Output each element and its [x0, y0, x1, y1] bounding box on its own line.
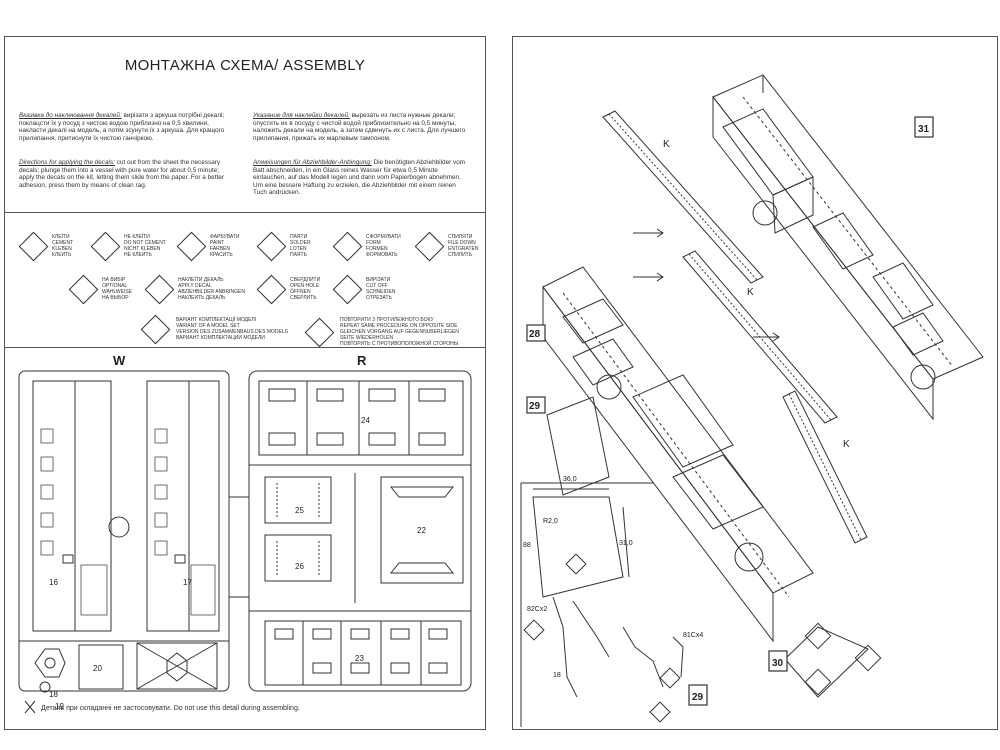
step-29-frame [546, 396, 610, 496]
step-30-box [768, 650, 788, 672]
assembly-diagram: 28 29 31 30 29 K K K 36,0 31,0 R2,0 88 8… [520, 74, 984, 727]
legend-solder: ПАЯТИ SOLDER LOTEN ПАЯТЬ [256, 231, 311, 261]
legend-form: СФОРМУВАТИ FORM FORMEN ФОРМОВАТЬ [332, 231, 401, 261]
side-grille-middle [682, 250, 838, 424]
instr-text-ua: вирізати з аркуша потрібні декалі; покла… [19, 112, 225, 142]
legend-paint: ФАРБУВАТИ PAINT FARBEN КРАСИТЬ [176, 231, 239, 261]
decal-instructions-de: Anweisungen für Abziehbilder-Anbingung: … [253, 159, 469, 197]
step-number-28: 28 [529, 329, 541, 340]
dimension-height: 31,0 [619, 540, 633, 547]
unused-part-footnote: Деталь при складанні не застосовувати. D… [41, 705, 300, 712]
legend-model-variant: ВАРІАНТ КОМПЛЕКТАЦІЇ МОДЕЛІ VARIANT OF A… [140, 314, 288, 344]
step-number-31: 31 [918, 124, 930, 135]
legend-apply-decal: НАКЛЕЇТИ ДЕКАЛЬ APPLY DECAL ABZIEHBILDER… [144, 274, 245, 304]
part-23 [264, 620, 462, 686]
dimension-width: 36,0 [563, 476, 577, 483]
instr-text-ru: вырезать из листа нужные декали; опустит… [253, 112, 466, 142]
decal-instructions-ru: Указание для наклейки декалей: вырезать … [253, 112, 469, 142]
step-30-diamond-b [804, 668, 832, 696]
part-label-16: 16 [49, 578, 58, 587]
part-17 [146, 380, 190, 632]
part-16 [32, 380, 76, 632]
part-26 [264, 534, 332, 582]
instr-heading-de: Anweisungen für Abziehbilder-Anbingung: [253, 159, 372, 166]
step-number-30: 30 [772, 658, 784, 669]
part-label-17: 17 [183, 578, 192, 587]
legend-glue: КЛЕЇТИ CEMENT KLEBEN КЛЕИТЬ [18, 231, 73, 261]
dimension-drawing [520, 482, 653, 727]
sprue-w-frame [18, 370, 230, 692]
part-label-25: 25 [295, 506, 304, 515]
locomotive-body-lower [542, 266, 814, 643]
part-label-22: 22 [417, 526, 426, 535]
part-24 [258, 380, 464, 456]
step-30-diamond-c [854, 644, 882, 672]
step-31-box [914, 116, 934, 138]
part-label-20: 20 [93, 664, 102, 673]
decal-instructions-ua: Вказівка до наклеювання декалей: вирізат… [19, 112, 231, 142]
instr-text-en: cut out from the sheet the necessary dec… [19, 159, 224, 189]
part-19 [39, 681, 51, 693]
legend-repeat-opposite: ПОВТОРИТИ З ПРОТИЛЕЖНОГО БОКУ REPEAT SAM… [304, 317, 459, 347]
right-assembly-page: 28 29 31 30 29 K K K 36,0 31,0 R2,0 88 8… [512, 36, 998, 730]
grille-label-k-1: K [663, 139, 670, 150]
part-label-18: 18 [49, 690, 58, 699]
dimension-radius: R2,0 [543, 518, 558, 525]
legend-file-down: СПИЛЯТИ FILE DOWN ENTGRATEN СПИЛИТЬ [414, 231, 478, 261]
page-title: МОНТАЖНА СХЕМА/ ASSEMBLY [124, 57, 366, 74]
step-29b-box [688, 684, 708, 706]
instr-heading-ua: Вказівка до наклеювання декалей: [19, 112, 122, 119]
left-instruction-page: МОНТАЖНА СХЕМА/ ASSEMBLY Вказівка до нак… [4, 36, 486, 730]
legend-cut-off: ВИРІЗАТИ CUT OFF SCHNEIDEN ОТРЕЗАТЬ [332, 274, 395, 304]
step-29-box [526, 396, 546, 414]
divider [5, 212, 485, 213]
decal-instructions-en: Directions for applying the decals: cut … [19, 159, 231, 189]
part-label-24: 24 [361, 416, 370, 425]
side-grille-lower [782, 390, 868, 544]
part-label-26: 26 [295, 562, 304, 571]
part-18 [34, 648, 66, 678]
part-25 [264, 476, 332, 524]
instr-heading-ru: Указание для наклейки декалей: [253, 112, 350, 119]
instr-heading-en: Directions for applying the decals: [19, 159, 115, 166]
part-label-19: 19 [55, 702, 64, 711]
step-number-29: 29 [529, 401, 541, 412]
divider [5, 347, 485, 348]
sprue-drawings: 16 17 18 19 20 24 25 26 22 23 [18, 370, 472, 714]
sprue-w-label: W [113, 353, 126, 368]
part-22 [380, 476, 464, 584]
part-20 [78, 644, 124, 690]
grille-label-k-2: K [747, 287, 754, 298]
grille-label-k-3: K [843, 439, 850, 450]
part-ref-81c: 81Cx4 [683, 632, 703, 639]
legend-no-glue: НЕ КЛЕЇТИ DO NOT CEMENT NICHT KLEBEN НЕ … [90, 231, 166, 261]
step-28-box [526, 324, 546, 342]
instr-text-de: Die benötigten Abziehbilder vom Batt abs… [253, 159, 466, 197]
part-ref-18: 18 [553, 672, 561, 679]
dimension-side: 88 [523, 542, 531, 549]
legend-drill: СВЕРДЛИТИ OPEN HOLE ÖFFNEN СВЕРЛИТЬ [256, 274, 320, 304]
side-grille-upper [602, 110, 764, 284]
step-number-29b: 29 [692, 692, 704, 703]
part-ref-82c: 82Cx2 [527, 606, 547, 613]
sprue-r-label: R [357, 353, 367, 368]
sprue-r-frame [248, 370, 472, 692]
wire-part-82c [552, 596, 578, 698]
legend-optional: НА ВИБІР OPTIONAL WAHLWEISE НА ВЫБОР [68, 274, 132, 304]
part-label-23: 23 [355, 654, 364, 663]
wire-part-81c [622, 626, 664, 688]
locomotive-body-upper [712, 74, 984, 421]
